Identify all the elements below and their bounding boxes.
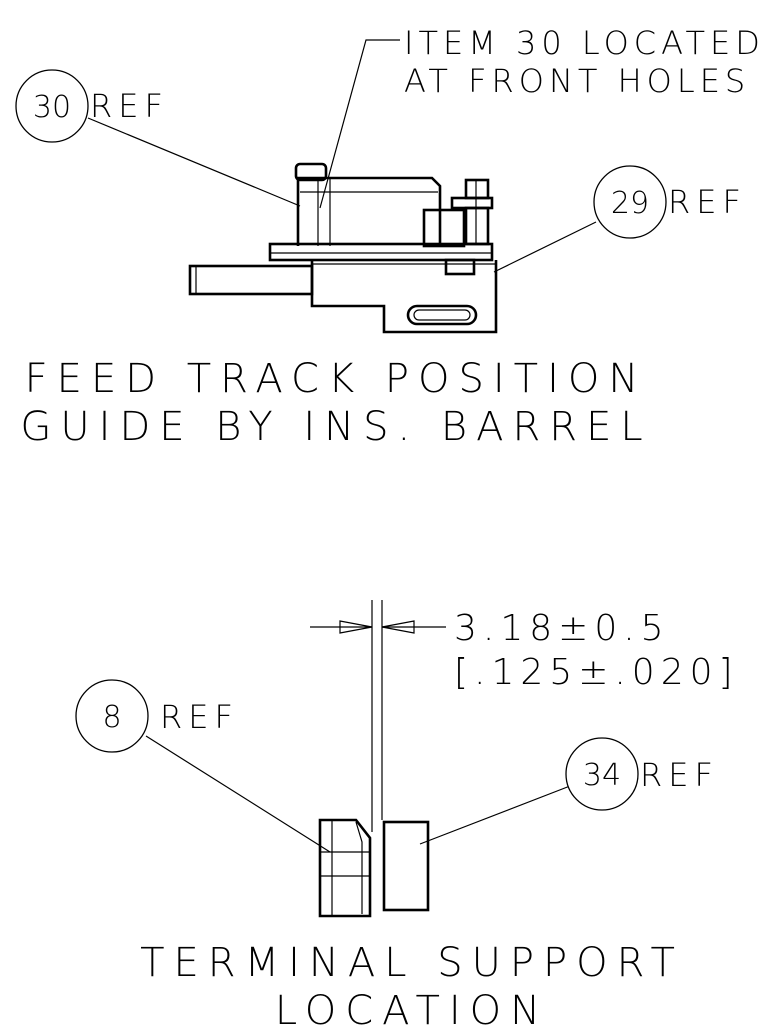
dimension-metric: 3.18±0.5: [454, 608, 670, 649]
right-block: [422, 208, 466, 248]
bracket-slot: [406, 304, 478, 326]
feed-track-assembly: [188, 162, 498, 334]
top-caption-line1: FEED TRACK POSITION: [25, 356, 648, 402]
balloon-29: 29: [593, 165, 667, 239]
leader-lines-top: [87, 39, 597, 273]
top-caption-line2: GUIDE BY INS. BARREL: [20, 404, 651, 450]
svg-text:8: 8: [102, 700, 121, 735]
dimension-inch: [.125±.020]: [454, 652, 739, 693]
svg-text:29: 29: [611, 186, 649, 221]
balloon-30-ref: REF: [90, 87, 169, 125]
right-screw: [464, 178, 490, 200]
item-30-note-line2: AT FRONT HOLES: [404, 62, 750, 100]
feed-plate: [268, 242, 494, 262]
bottom-caption-line1: TERMINAL SUPPORT: [140, 940, 684, 986]
svg-text:30: 30: [33, 90, 71, 125]
terminal-support-part-34: [382, 820, 430, 912]
balloon-8: 8: [75, 679, 149, 753]
item-30-note-line1: ITEM 30 LOCATED: [404, 24, 765, 62]
leader-lines-bottom: [145, 735, 571, 853]
terminal-support-part-8: [318, 818, 372, 918]
balloon-8-ref: REF: [160, 698, 239, 736]
screw-head-30: [294, 162, 328, 182]
balloon-34-ref: REF: [640, 756, 719, 794]
bottom-caption-line2: LOCATION: [275, 988, 549, 1034]
svg-text:34: 34: [583, 758, 621, 793]
balloon-30: 30: [15, 69, 89, 143]
balloon-29-ref: REF: [668, 183, 747, 221]
balloon-34: 34: [565, 737, 639, 811]
dimension-3-18: [310, 600, 446, 832]
support-bracket: [310, 260, 498, 334]
feed-rod: [188, 264, 314, 296]
guide-block: [296, 176, 442, 246]
